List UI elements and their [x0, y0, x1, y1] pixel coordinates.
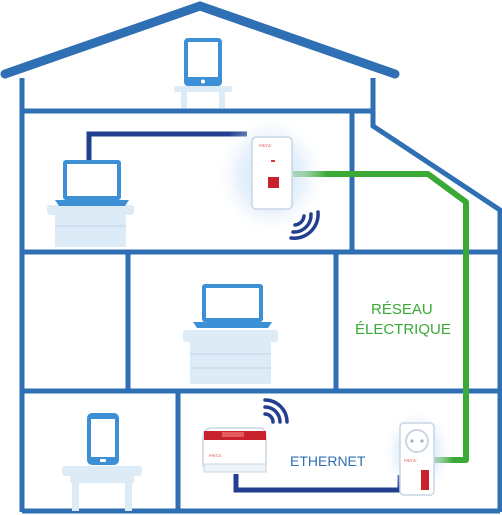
laptop-icon: [193, 284, 272, 328]
powerline-label-line2: ÉLECTRIQUE: [355, 321, 451, 338]
desk-floor2: [47, 205, 134, 247]
smartphone-icon: [87, 413, 119, 465]
powerline-adapter-socket: FRITZ!: [399, 422, 435, 496]
ethernet-label: ETHERNET: [290, 453, 366, 469]
ethernet-cable-floor2: [86, 131, 247, 160]
router-brand: FRITZ!: [209, 453, 221, 458]
table-ground: [62, 466, 142, 511]
laptop-icon: [55, 160, 129, 206]
adapter-brand: FRITZ!: [259, 143, 271, 148]
desk-floor1: [183, 330, 278, 384]
roof: [0, 1, 400, 79]
wifi-signal-icon: [263, 398, 289, 424]
attic-shelf: [174, 86, 232, 108]
socket-adapter-brand: FRITZ!: [404, 458, 416, 463]
ethernet-cable-ground: [233, 474, 403, 493]
tablet-icon: [184, 38, 222, 86]
powerline-label-line1: RÉSEAU: [371, 301, 433, 318]
powerline-cable: [293, 171, 469, 463]
wall-right: [370, 78, 502, 512]
router-icon: FRITZ!: [202, 427, 267, 473]
powerline-wifi-adapter: FRITZ!: [251, 136, 293, 210]
wifi-signal-icon: [289, 210, 320, 240]
